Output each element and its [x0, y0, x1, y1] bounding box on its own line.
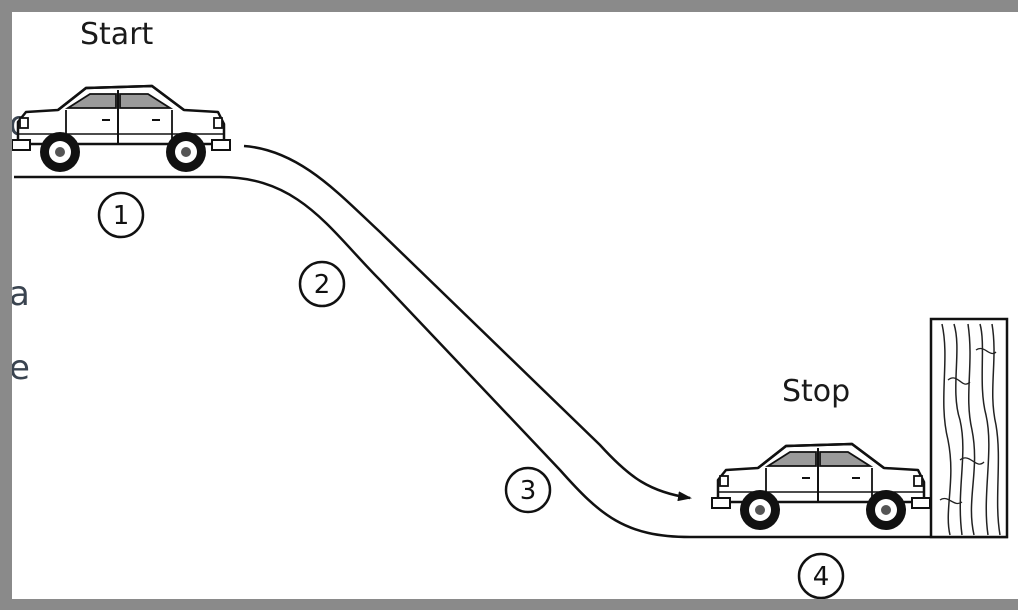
marker-2-label: 2 [314, 270, 331, 300]
stop-label: Stop [782, 374, 850, 409]
start-label: Start [80, 17, 154, 52]
marker-1-label: 1 [113, 201, 130, 231]
marker-3: 3 [504, 466, 552, 514]
car-icon [710, 442, 932, 532]
marker-4: 4 [797, 552, 845, 599]
marker-3-label: 3 [520, 476, 537, 506]
wooden-wall-icon [929, 317, 1009, 539]
marker-1: 1 [97, 191, 145, 239]
marker-4-label: 4 [813, 562, 830, 592]
marker-2: 2 [298, 260, 346, 308]
diagram-panel: o a e [12, 12, 1018, 599]
cropped-text-fragment: e [12, 348, 30, 388]
car-icon [12, 84, 232, 174]
car-hill-diagram: Start Stop 1 2 3 4 [12, 17, 1009, 599]
cropped-text-fragment: a [12, 274, 30, 314]
hill-profile [14, 175, 1008, 539]
direction-arrow-icon [243, 144, 692, 502]
